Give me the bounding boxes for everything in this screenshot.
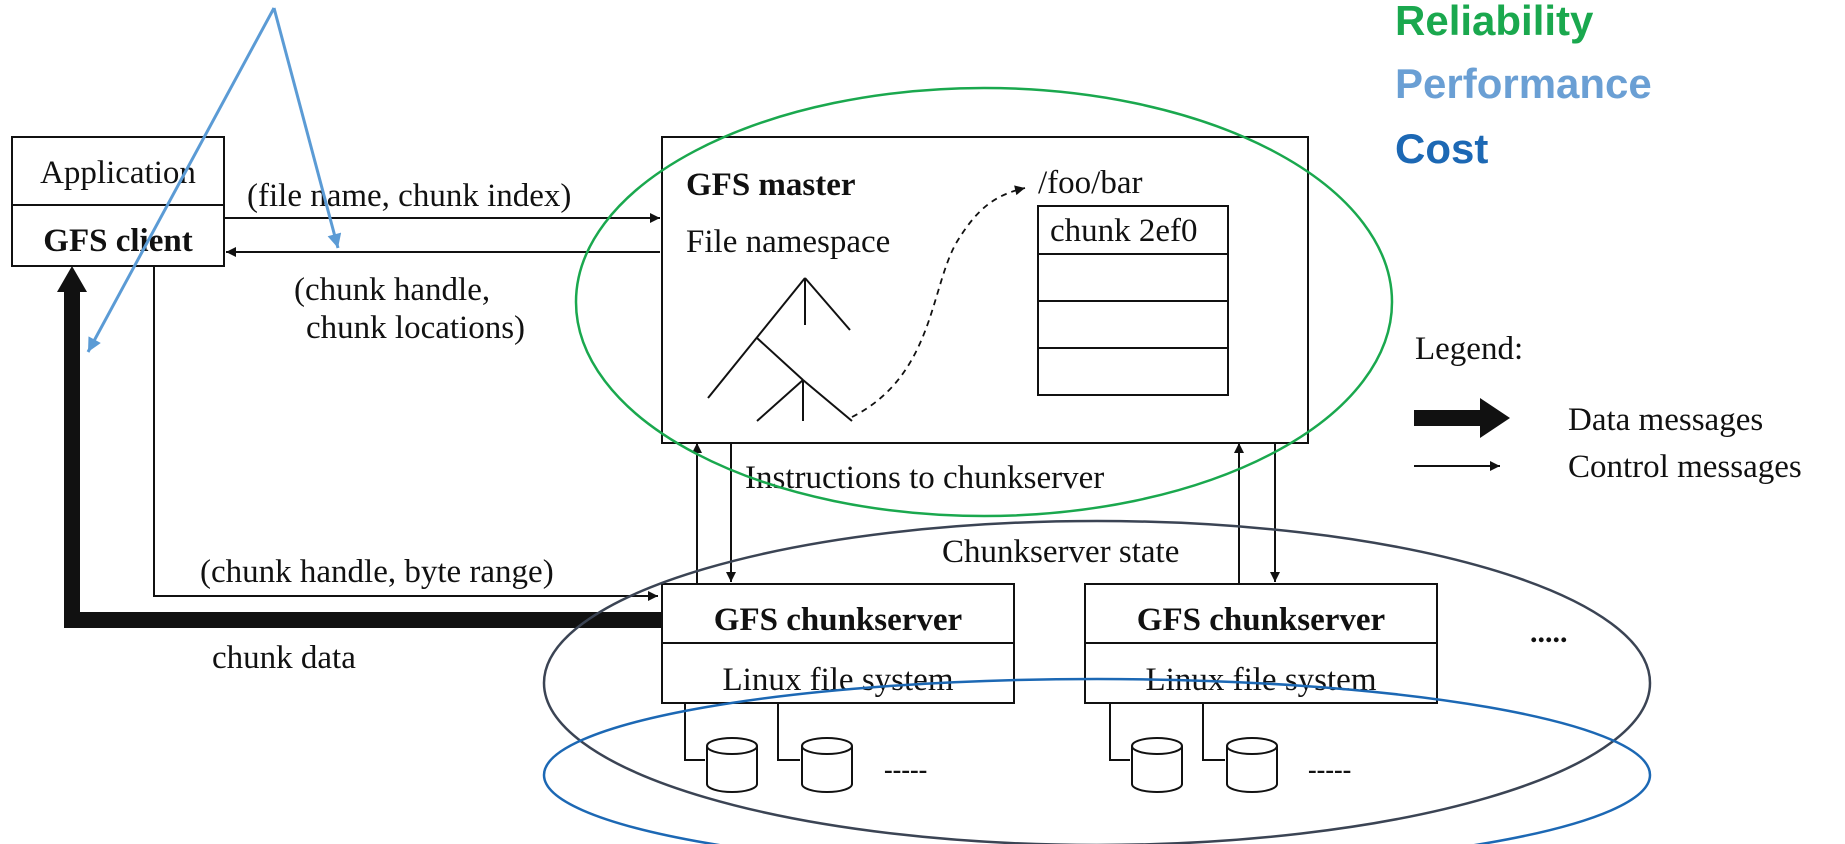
request-message: (file name, chunk index) bbox=[247, 178, 571, 214]
master-box: GFS master File namespace /foo/bar chunk… bbox=[661, 136, 1309, 444]
application-label: Application bbox=[40, 155, 196, 191]
chunkserver-state-label: Chunkserver state bbox=[942, 534, 1179, 570]
storage-highlight-ellipse bbox=[542, 677, 1652, 844]
design-goals: Reliability Performance Cost bbox=[1395, 0, 1652, 172]
legend: Legend: Data messages Control messages bbox=[1414, 331, 1802, 485]
legend-data-arrowhead bbox=[1480, 398, 1510, 438]
gfs-client-label: GFS client bbox=[43, 223, 192, 259]
disk-icon bbox=[706, 737, 758, 793]
file-path: /foo/bar bbox=[1038, 165, 1142, 201]
disk-icon bbox=[1226, 737, 1278, 793]
master-title: GFS master bbox=[686, 167, 856, 203]
chunkserver-2-more-disks: ----- bbox=[1308, 755, 1351, 784]
namespace-tree bbox=[707, 277, 853, 422]
chunk-data-arrow bbox=[64, 290, 662, 628]
more-chunkservers: ..... bbox=[1530, 616, 1568, 649]
goal-cost: Cost bbox=[1395, 125, 1488, 172]
chunk-label: chunk 2ef0 bbox=[1050, 213, 1198, 249]
chunk-data-arrowhead bbox=[57, 266, 87, 292]
goal-performance: Performance bbox=[1395, 60, 1652, 107]
disk-icon bbox=[1131, 737, 1183, 793]
data-request-arrow bbox=[153, 266, 658, 601]
file-namespace-label: File namespace bbox=[686, 224, 890, 260]
reply-message-line2: chunk locations) bbox=[306, 310, 525, 346]
namespace-to-chunk-link bbox=[851, 185, 1026, 418]
chunkserver-1-fs: Linux file system bbox=[723, 662, 954, 698]
instructions-label: Instructions to chunkserver bbox=[745, 460, 1104, 496]
annotation-arrows bbox=[86, 7, 342, 353]
chunkserver-1-more-disks: ----- bbox=[884, 755, 927, 784]
reply-message-line1: (chunk handle, bbox=[294, 272, 490, 308]
chunkserver-highlight-ellipse bbox=[542, 519, 1652, 844]
master-highlight-ellipse bbox=[574, 86, 1394, 518]
chunkserver-1-title: GFS chunkserver bbox=[714, 602, 962, 638]
chunkserver-2: GFS chunkserver Linux file system ----- bbox=[1084, 583, 1438, 793]
chunk-data-label: chunk data bbox=[212, 640, 356, 676]
client-box: Application GFS client bbox=[11, 136, 225, 267]
chunkserver-2-title: GFS chunkserver bbox=[1137, 602, 1385, 638]
chunk-table: chunk 2ef0 bbox=[1037, 205, 1229, 396]
data-request-message: (chunk handle, byte range) bbox=[200, 554, 554, 590]
disk-icon bbox=[801, 737, 853, 793]
goal-reliability: Reliability bbox=[1395, 0, 1594, 44]
legend-data-label: Data messages bbox=[1568, 402, 1763, 438]
legend-control-label: Control messages bbox=[1568, 449, 1802, 485]
legend-title: Legend: bbox=[1415, 331, 1523, 367]
chunkserver-1: GFS chunkserver Linux file system ----- bbox=[661, 583, 1015, 793]
